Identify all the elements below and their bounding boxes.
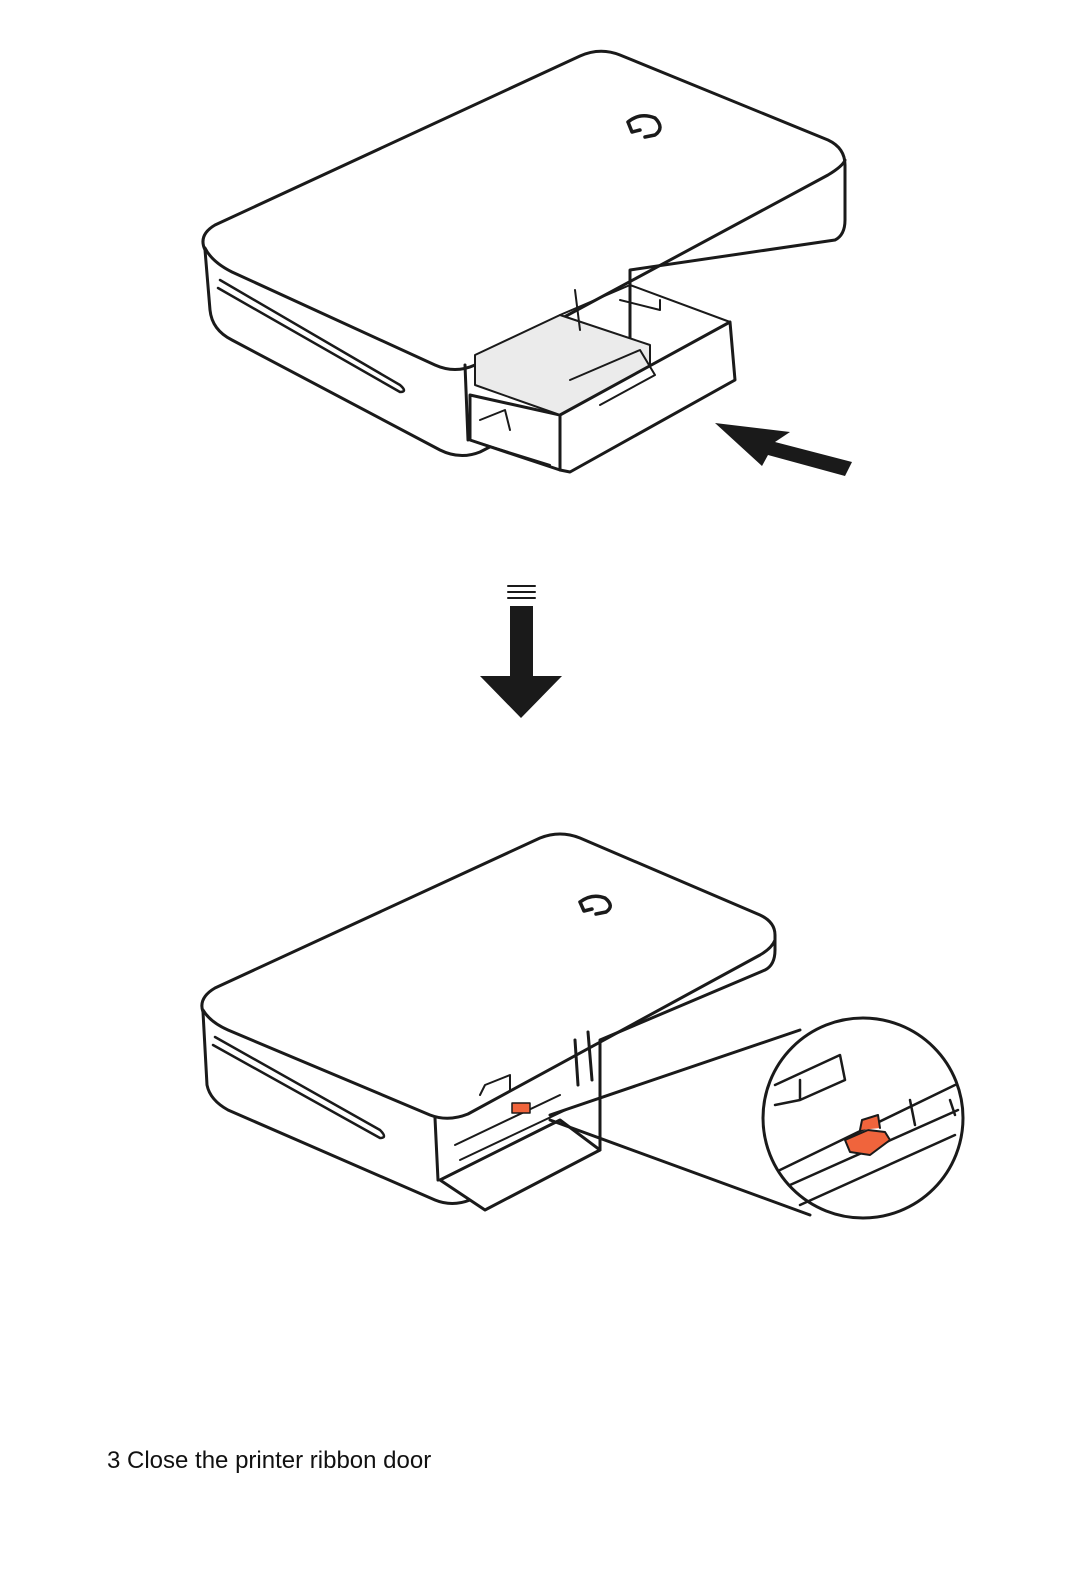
- push-arrow-icon: [715, 423, 852, 476]
- step-caption: 3 Close the printer ribbon door: [107, 1447, 432, 1474]
- down-arrow-icon: [480, 585, 562, 718]
- latch-magnifier-illustration: [548, 1016, 965, 1220]
- printer-insert-illustration: [201, 49, 847, 474]
- printer-closed-illustration: [200, 832, 777, 1212]
